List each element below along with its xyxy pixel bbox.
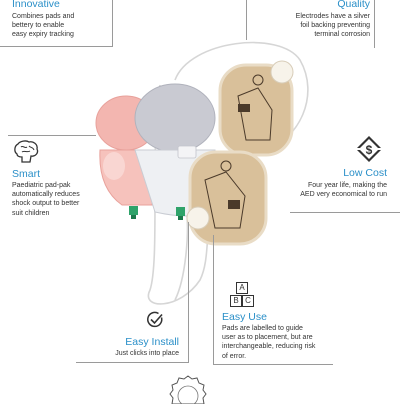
abc-letters-icon: A B C [230,282,254,308]
quality-rule-vertical [374,0,375,48]
easy-install-desc: Just clicks into place [115,349,179,358]
quality-desc-line: terminal corrosion [314,31,370,39]
easy-use-rule-bottom [213,364,333,365]
low-cost-desc: Four year life, making the AED very econ… [300,181,387,199]
easy-use-desc-line: Pads are labelled to guide [222,325,303,332]
easy-install-title: Easy Install [125,336,179,348]
quality-desc: Electrodes have a silver foil backing pr… [296,12,370,40]
low-cost-desc-line: AED very economical to run [300,191,387,199]
smart-desc-line: automatically reduces [12,191,80,199]
smart-rule-top [8,135,96,136]
check-circle-icon [147,311,163,328]
innovative-rule [0,46,112,47]
letter-a-box: A [236,282,248,294]
badge-icon [169,375,207,404]
low-cost-rule [290,212,400,213]
dollar-arrows-icon: $ [357,136,381,162]
svg-text:$: $ [366,143,373,157]
quality-desc-line: foil backing preventing [300,22,370,30]
easy-use-desc-line: interchangeable, reducing risk [222,343,316,351]
electrode-pad-lower [186,150,268,246]
easy-use-desc: Pads are labelled to guide user as to pl… [222,324,315,361]
easy-use-title: Easy Use [222,311,267,323]
innovative-desc-line: Combines pads and [12,13,75,20]
smart-desc-line: shock output to better [12,200,80,208]
innovative-title: Innovative [12,0,60,10]
smart-desc-line: suit children [12,209,50,217]
easy-use-desc-line: of error. [222,352,247,360]
easy-install-rule-vertical [188,222,189,363]
letter-b-box: B [230,295,242,307]
low-cost-title: Low Cost [343,167,387,179]
innovative-desc: Combines pads and bettery to enable easy… [12,12,74,40]
easy-install-desc-line: Just clicks into place [115,350,179,357]
low-cost-desc-line: Four year life, making the [308,182,387,189]
quality-title: Quality [337,0,370,10]
smart-title: Smart [12,168,41,180]
easy-install-rule [76,362,188,363]
easy-use-rule [213,235,214,365]
innovative-desc-line: easy expiry tracking [12,31,74,39]
smart-desc-line: Paediatric pad-pak [12,182,71,189]
letter-c-box: C [242,295,254,307]
easy-use-desc-line: user as to placement, but are [222,334,313,342]
smart-desc: Paediatric pad-pak automatically reduces… [12,181,80,218]
quality-rule [246,0,247,40]
innovative-desc-line: bettery to enable [12,22,65,30]
electrode-pad-upper [218,60,294,157]
brain-icon [14,140,39,163]
innovative-rule-vertical [112,0,113,47]
quality-desc-line: Electrodes have a silver [295,13,370,20]
